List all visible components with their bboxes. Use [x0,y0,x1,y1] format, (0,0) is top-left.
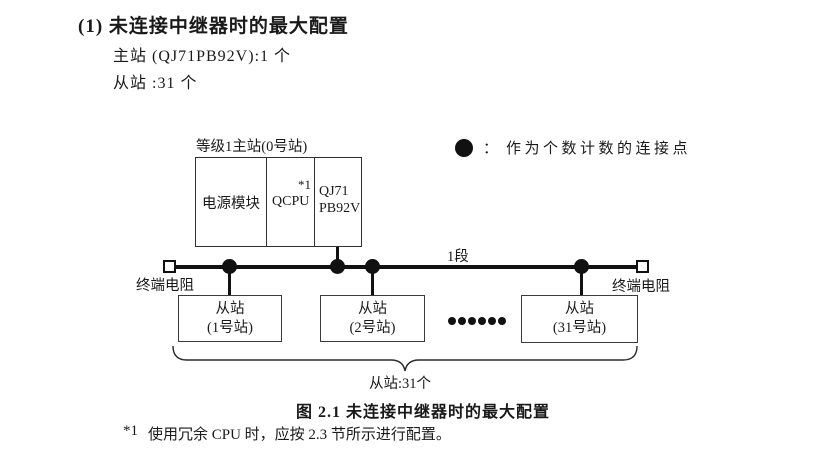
slave-31-line2: (31号站) [552,320,607,336]
figure-caption: 图 2.1 未连接中继器时的最大配置 [296,404,551,421]
slave-count-line: 从站 :31 个 [113,75,198,92]
slave2-drop-line [371,267,374,295]
footnote-marker: *1 [123,423,138,439]
connection-point-icon [455,138,473,157]
slave-station-1-box: 从站 (1号站) [178,295,282,342]
segment-label: 1段 [447,249,469,265]
section-title: (1) 未连接中继器时的最大配置 [78,16,349,37]
footnote-text: 使用冗余 CPU 时，应按 2.3 节所示进行配置。 [148,427,451,443]
legend-text: 作为个数计数的连接点 [506,141,692,157]
bracket-label: 从站:31个 [369,376,432,392]
slave-1-line1: 从站 [215,300,245,317]
connection-dot [330,259,345,274]
master-count-line: 主站 (QJ71PB92V):1 个 [113,48,292,65]
bus-line [174,265,637,269]
slave-station-31-box: 从站 (31号站) [521,295,638,343]
brace-icon [172,345,638,372]
slave-2-line2: (2号站) [349,319,396,336]
terminator-left-icon [163,260,176,273]
slave-1-line2: (1号站) [207,319,253,336]
master-drop-line [336,247,339,267]
slave-station-2-box: 从站 (2号站) [320,295,425,342]
pb92v-label-line2: PB92V [319,201,361,216]
connection-dot [222,259,237,274]
pb92v-label-line1: QJ71 [319,184,349,199]
slave1-drop-line [228,267,231,295]
master-station-label: 等级1主站(0号站) [196,139,308,155]
ellipsis-dots [448,317,506,325]
pb92v-cell: QJ71 PB92V [314,158,361,246]
slave31-drop-line [580,267,583,295]
power-module-cell: 电源模块 [202,195,260,212]
master-station-box: 电源模块 *1 QCPU QJ71 PB92V [195,157,362,247]
terminator-right-label: 终端电阻 [612,279,670,295]
footnote-ref: *1 [298,177,311,192]
terminator-right-icon [636,260,649,273]
cpu-label: QCPU [272,194,310,209]
connection-dot [365,259,380,274]
cpu-cell: *1 QCPU [266,158,314,246]
connection-dot [574,259,589,274]
legend: ： 作为个数计数的连接点 [455,137,691,158]
legend-colon: ： [483,141,499,157]
terminator-left-label: 终端电阻 [136,278,194,294]
slave-31-line1: 从站 [565,301,594,317]
slave-2-line1: 从站 [358,300,387,317]
